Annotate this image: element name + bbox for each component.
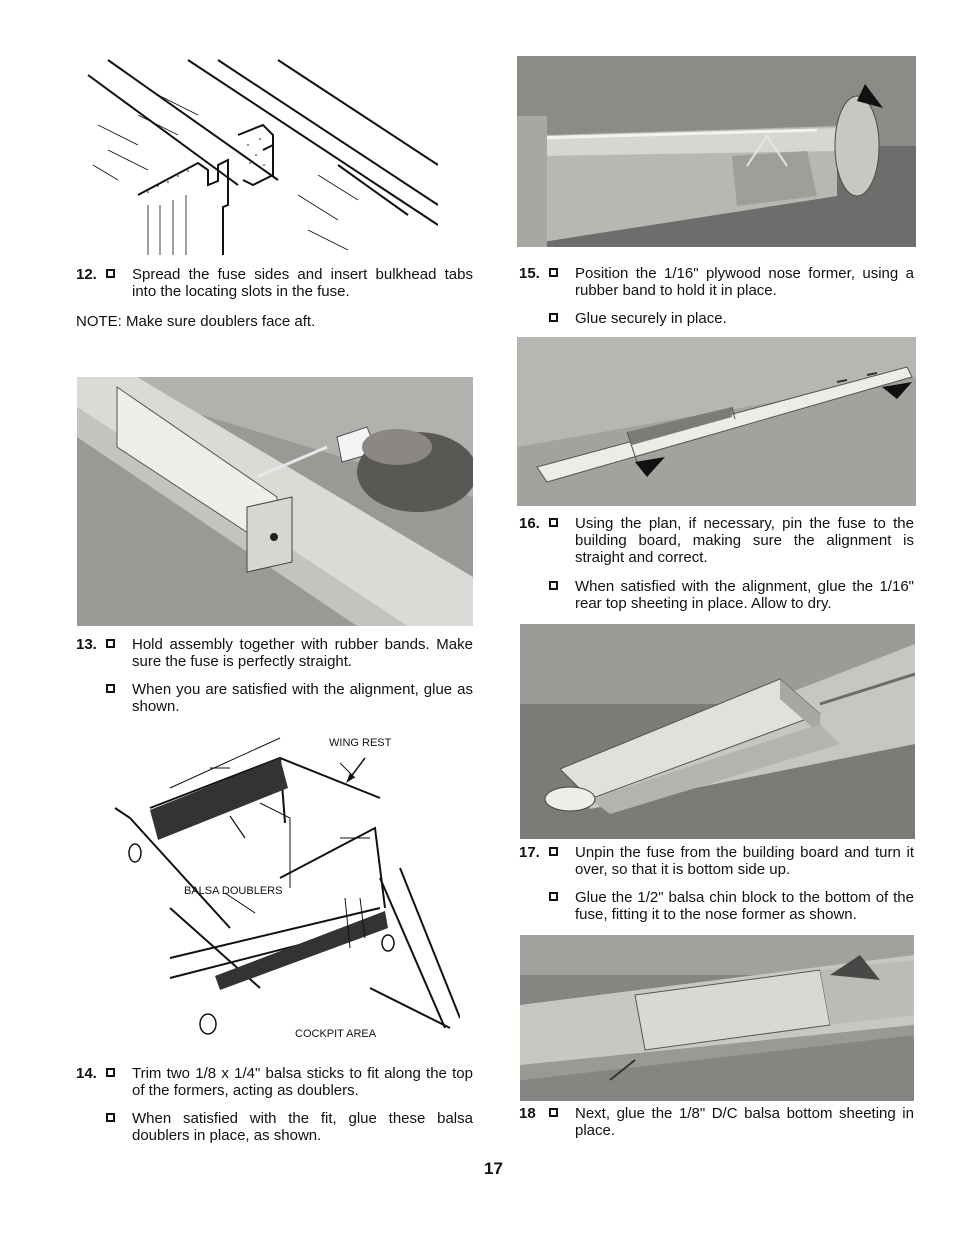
checkbox-icon[interactable] xyxy=(549,581,558,590)
checkbox-icon[interactable] xyxy=(549,313,558,322)
step-subtext: Glue securely in place. xyxy=(575,310,727,327)
step-text: Position the 1/16" plywood nose former, … xyxy=(575,265,914,299)
note-text: NOTE: Make sure doublers face aft. xyxy=(76,313,316,330)
step-15-sub: Glue securely in place. xyxy=(519,310,915,330)
note: NOTE: Make sure doublers face aft. xyxy=(76,313,474,333)
step-text: Using the plan, if necessary, pin the fu… xyxy=(575,515,914,566)
step-number: 12. xyxy=(76,266,97,283)
step-14-sub: When satisfied with the fit, glue these … xyxy=(76,1110,474,1150)
step-text: Spread the fuse sides and insert bulkhea… xyxy=(132,266,473,300)
step-17-sub: Glue the 1/2" balsa chin block to the bo… xyxy=(519,889,915,929)
step-text: Unpin the fuse from the building board a… xyxy=(575,844,914,878)
step-16: 16. Using the plan, if necessary, pin th… xyxy=(519,515,915,571)
step-subtext: Glue the 1/2" balsa chin block to the bo… xyxy=(575,889,914,923)
nose-former-photo xyxy=(517,56,916,247)
checkbox-icon[interactable] xyxy=(549,847,558,856)
top-sheeting-photo xyxy=(520,624,915,839)
step-number: 14. xyxy=(76,1065,97,1082)
checkbox-icon[interactable] xyxy=(549,518,558,527)
step-13: 13. Hold assembly together with rubber b… xyxy=(76,636,474,676)
page-number: 17 xyxy=(484,1159,503,1178)
checkbox-icon[interactable] xyxy=(106,639,115,648)
checkbox-icon[interactable] xyxy=(106,1068,115,1077)
pinned-fuse-photo xyxy=(517,337,916,506)
checkbox-icon[interactable] xyxy=(106,269,115,278)
step-13-sub: When you are satisfied with the alignmen… xyxy=(76,681,474,721)
checkbox-icon[interactable] xyxy=(106,1113,115,1122)
checkbox-icon[interactable] xyxy=(106,684,115,693)
step-text: Hold assembly together with rubber bands… xyxy=(132,636,473,670)
doubler-diagram: WING REST BALSA DOUBLERS COCKPIT AREA xyxy=(110,728,460,1050)
step-number: 15. xyxy=(519,265,540,282)
wing-rest-label: WING REST xyxy=(329,737,392,749)
chin-block-photo xyxy=(520,935,914,1101)
checkbox-icon[interactable] xyxy=(549,1108,558,1117)
step-subtext: When satisfied with the fit, glue these … xyxy=(132,1110,473,1144)
step-text: Next, glue the 1/8" D/C balsa bottom she… xyxy=(575,1105,914,1139)
step-text: Trim two 1/8 x 1/4" balsa sticks to fit … xyxy=(132,1065,473,1099)
cockpit-area-label: COCKPIT AREA xyxy=(295,1028,377,1040)
step-subtext: When satisfied with the alignment, glue … xyxy=(575,578,914,612)
balsa-doublers-label: BALSA DOUBLERS xyxy=(184,885,283,897)
step-number: 17. xyxy=(519,844,540,861)
bulkhead-tab-diagram xyxy=(78,55,438,255)
step-17: 17. Unpin the fuse from the building boa… xyxy=(519,844,915,884)
step-number: 13. xyxy=(76,636,97,653)
step-14: 14. Trim two 1/8 x 1/4" balsa sticks to … xyxy=(76,1065,474,1105)
step-number: 16. xyxy=(519,515,540,532)
step-18: 18 Next, glue the 1/8" D/C balsa bottom … xyxy=(519,1105,915,1145)
step-15: 15. Position the 1/16" plywood nose form… xyxy=(519,265,915,305)
checkbox-icon[interactable] xyxy=(549,268,558,277)
checkbox-icon[interactable] xyxy=(549,892,558,901)
step-12: 12. Spread the fuse sides and insert bul… xyxy=(76,266,474,306)
step-number: 18 xyxy=(519,1105,536,1122)
gluing-photo xyxy=(77,377,473,626)
step-subtext: When you are satisfied with the alignmen… xyxy=(132,681,473,715)
step-16-sub: When satisfied with the alignment, glue … xyxy=(519,578,915,618)
